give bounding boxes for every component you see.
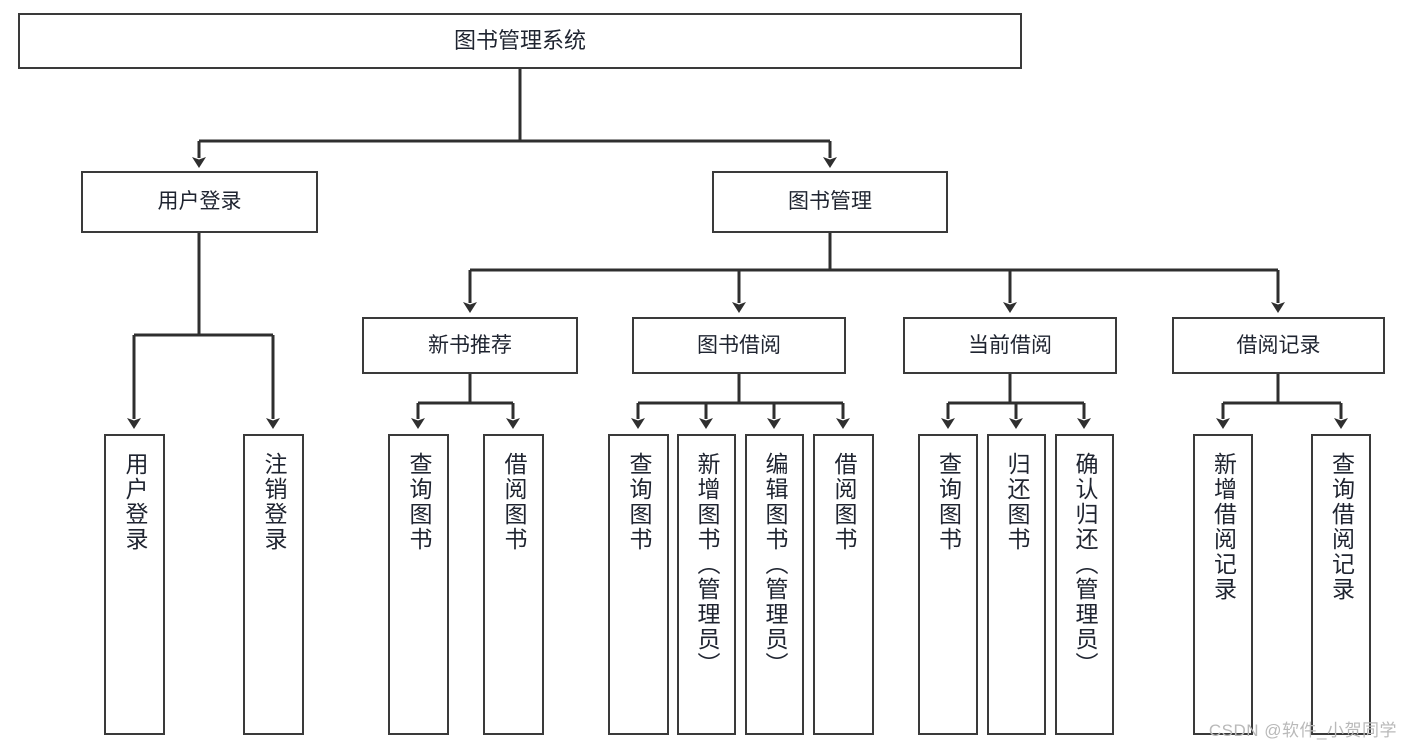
node-label: 归还图书 — [1004, 452, 1030, 552]
node-leaf-user-login[interactable]: 用户登录 — [104, 434, 165, 735]
node-user-login[interactable]: 用户登录 — [81, 171, 318, 233]
csdn-watermark: CSDN @软件_小贺同学 — [1208, 721, 1397, 740]
node-label: 查询借阅记录 — [1328, 452, 1355, 602]
node-label: 图书管理系统 — [453, 27, 586, 53]
node-borrow-record[interactable]: 借阅记录 — [1172, 317, 1385, 374]
node-leaf-add-book[interactable]: 新增图书（管理员） — [677, 434, 736, 735]
node-root[interactable]: 图书管理系统 — [18, 13, 1022, 69]
node-leaf-logout-login[interactable]: 注销登录 — [243, 434, 304, 735]
node-label: 确认归还（管理员） — [1072, 452, 1098, 677]
node-label: 注销登录 — [261, 452, 287, 552]
node-leaf-query-record[interactable]: 查询借阅记录 — [1311, 434, 1371, 735]
node-label: 借阅图书 — [501, 452, 527, 552]
node-label: 新增图书（管理员） — [694, 452, 720, 677]
node-leaf-edit-book[interactable]: 编辑图书（管理员） — [745, 434, 804, 735]
node-leaf-return-book[interactable]: 归还图书 — [987, 434, 1046, 735]
node-label: 查询图书 — [406, 452, 432, 552]
node-leaf-confirm-return[interactable]: 确认归还（管理员） — [1055, 434, 1114, 735]
node-leaf-borrow-book-1[interactable]: 借阅图书 — [483, 434, 544, 735]
node-leaf-add-record[interactable]: 新增借阅记录 — [1193, 434, 1253, 735]
node-leaf-query-book-3[interactable]: 查询图书 — [918, 434, 978, 735]
node-current-borrow[interactable]: 当前借阅 — [903, 317, 1117, 374]
node-book-manage[interactable]: 图书管理 — [712, 171, 948, 233]
node-label: 新书推荐 — [428, 333, 512, 357]
node-label: 图书管理 — [788, 190, 872, 214]
node-label: 图书借阅 — [697, 333, 781, 357]
node-label: 新增借阅记录 — [1210, 452, 1237, 602]
node-label: 当前借阅 — [968, 333, 1052, 357]
node-leaf-borrow-book-2[interactable]: 借阅图书 — [813, 434, 874, 735]
node-label: 编辑图书（管理员） — [762, 452, 788, 677]
node-label: 查询图书 — [935, 452, 962, 552]
node-book-borrow[interactable]: 图书借阅 — [632, 317, 846, 374]
node-leaf-query-book-2[interactable]: 查询图书 — [608, 434, 669, 735]
node-label: 用户登录 — [122, 452, 148, 552]
node-label: 借阅记录 — [1236, 333, 1321, 357]
node-label: 用户登录 — [157, 190, 242, 214]
node-label: 查询图书 — [626, 452, 652, 552]
node-new-book-recommend[interactable]: 新书推荐 — [362, 317, 578, 374]
node-label: 借阅图书 — [831, 452, 857, 552]
node-leaf-query-book-1[interactable]: 查询图书 — [388, 434, 449, 735]
